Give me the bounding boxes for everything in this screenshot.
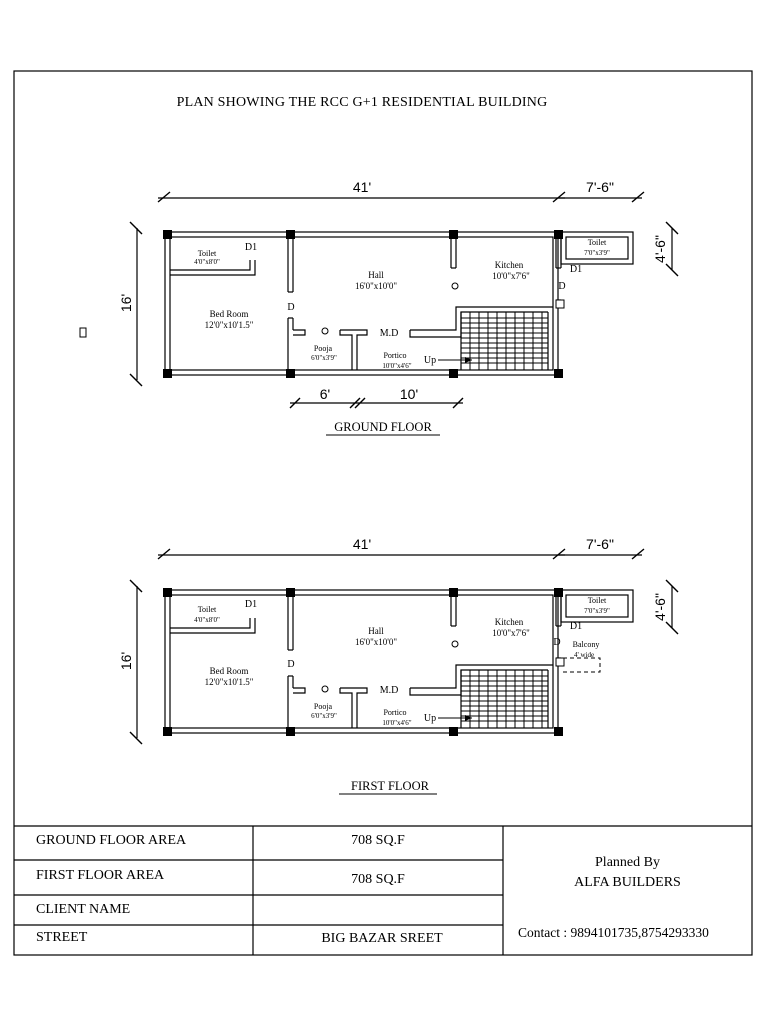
ground-portico-size: 10'0"x4'6": [382, 362, 411, 370]
ground-floor-area-value: 708 SQ.F: [351, 833, 405, 848]
first-bed-room-size: 12'0"x10'1.5": [205, 677, 254, 687]
ground-toilet-left-size: 4'0"x8'0": [194, 258, 220, 266]
first-portico-name: Portico: [383, 708, 406, 717]
ground-door-d-kitchen: D: [558, 281, 565, 292]
first-door-d1-left: D1: [245, 599, 257, 610]
street-label: STREET: [36, 930, 88, 945]
first-floor-caption: FIRST FLOOR: [351, 779, 430, 793]
first-kitchen-name: Kitchen: [495, 617, 524, 627]
ground-dim-right-sub: 10': [400, 386, 418, 402]
contact-info: Contact : 9894101735,8754293330: [518, 925, 709, 940]
ground-door-d1-left: D1: [245, 242, 257, 253]
sheet-border: [13, 70, 753, 956]
first-dim-width: 16': [118, 652, 134, 670]
first-dim-length: 41': [353, 536, 371, 552]
ground-bed-room-name: Bed Room: [210, 309, 249, 319]
sheet-title: PLAN SHOWING THE RCC G+1 RESIDENTIAL BUI…: [176, 95, 548, 110]
ground-toilet-right-name: Toilet: [588, 238, 607, 247]
ground-pooja-name: Pooja: [314, 344, 333, 353]
first-toilet-right-name: Toilet: [588, 596, 607, 605]
first-dim-ext: 7'-6": [586, 536, 614, 552]
ground-dim-width: 16': [118, 294, 134, 312]
first-toilet-left-size: 4'0"x8'0": [194, 616, 220, 624]
first-floor-plan: 41' 7'-6" 16' 4'-6" Toilet 4'0"x8'0" D1 …: [118, 536, 679, 795]
ground-main-door: M.D: [380, 328, 399, 339]
ground-toilet-right-size: 7'0"x3'9": [584, 249, 610, 257]
first-balcony-size: 4' wide: [574, 651, 594, 659]
ground-dim-left-sub: 6': [320, 386, 330, 402]
ground-dim-length: 41': [353, 179, 371, 195]
first-kitchen-size: 10'0"x7'6": [492, 628, 530, 638]
ground-pooja-size: 6'0"x3'9": [311, 354, 337, 362]
planned-by-label: Planned By: [595, 855, 660, 870]
first-floor-area-value: 708 SQ.F: [351, 872, 405, 887]
first-dim-ext-width: 4'-6": [652, 593, 668, 621]
ground-dim-ext: 7'-6": [586, 179, 614, 195]
margin-marker: [79, 327, 87, 338]
first-hall-name: Hall: [368, 626, 384, 636]
first-door-d1-right: D1: [570, 621, 582, 632]
first-stair-up: Up: [424, 713, 436, 724]
ground-door-d1-right: D1: [570, 264, 582, 275]
ground-floor-area-label: GROUND FLOOR AREA: [36, 833, 187, 848]
first-door-d-bed: D: [287, 659, 294, 670]
first-main-door: M.D: [380, 685, 399, 696]
ground-stair-up: Up: [424, 355, 436, 366]
ground-kitchen-size: 10'0"x7'6": [492, 271, 530, 281]
planned-by-value: ALFA BUILDERS: [574, 875, 681, 890]
ground-hall-name: Hall: [368, 270, 384, 280]
ground-dim-ext-width: 4'-6": [652, 235, 668, 263]
ground-floor-plan: 41' 7'-6" 16' 4'-6" 6' 10' Toilet 4'0"x8…: [118, 179, 679, 436]
first-balcony-name: Balcony: [573, 640, 600, 649]
first-floor-area-label: FIRST FLOOR AREA: [36, 868, 165, 883]
first-door-d-kitchen: D: [553, 637, 560, 648]
first-toilet-right-size: 7'0"x3'9": [584, 607, 610, 615]
ground-toilet-left-name: Toilet: [198, 249, 217, 258]
ground-hall-size: 16'0"x10'0": [355, 281, 397, 291]
first-hall-size: 16'0"x10'0": [355, 637, 397, 647]
first-portico-size: 10'0"x4'6": [382, 719, 411, 727]
ground-bed-room-size: 12'0"x10'1.5": [205, 320, 254, 330]
client-name-label: CLIENT NAME: [36, 902, 131, 917]
first-pooja-size: 6'0"x3'9": [311, 712, 337, 720]
first-toilet-left-name: Toilet: [198, 605, 217, 614]
street-value: BIG BAZAR SREET: [321, 931, 443, 946]
ground-door-d-bed: D: [287, 302, 294, 313]
title-block-grid: [14, 825, 752, 955]
ground-kitchen-name: Kitchen: [495, 260, 524, 270]
ground-portico-name: Portico: [383, 351, 406, 360]
ground-floor-caption: GROUND FLOOR: [334, 420, 432, 434]
first-pooja-name: Pooja: [314, 702, 333, 711]
first-bed-room-name: Bed Room: [210, 666, 249, 676]
